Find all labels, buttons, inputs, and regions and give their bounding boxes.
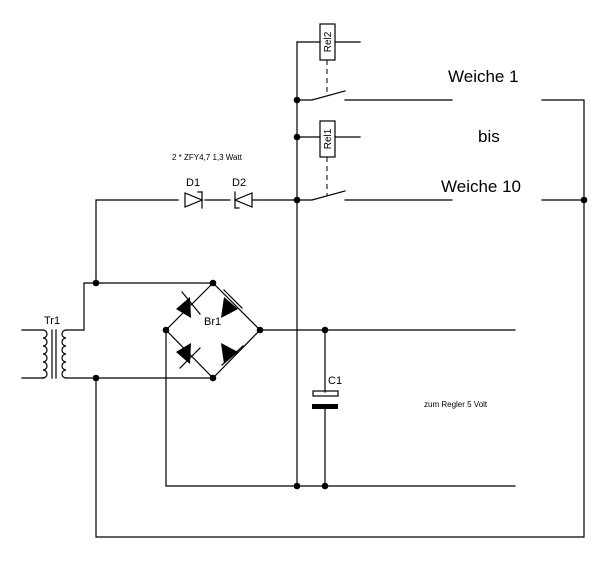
c1-label: C1 [328, 375, 342, 387]
relay-rel2: Rel2 [319, 23, 336, 96]
diode-note: 2 * ZFY4,7 1,3 Watt [172, 153, 243, 162]
weiche-1-label: Weiche 1 [448, 67, 519, 86]
diode-d1: D1 [184, 177, 204, 209]
bridge-rectifier-br1: Br1 [165, 282, 261, 379]
d1-label: D1 [186, 177, 200, 189]
rel1-label: Rel1 [323, 128, 334, 149]
d2-label: D2 [232, 177, 246, 189]
capacitor-c1: C1 [312, 375, 342, 409]
tr1-label: Tr1 [44, 315, 60, 327]
br1-label: Br1 [204, 316, 221, 328]
regler-note: zum Regler 5 Volt [424, 400, 488, 409]
bis-label: bis [478, 127, 500, 146]
rel2-label: Rel2 [323, 31, 334, 52]
diode-d2: D2 [232, 177, 261, 209]
relay-rel1: Rel1 [319, 120, 336, 196]
transformer-tr1: Tr1 [42, 315, 67, 379]
junction-dots [92, 96, 588, 490]
wires [21, 41, 585, 538]
weiche-10-label: Weiche 10 [441, 177, 521, 196]
